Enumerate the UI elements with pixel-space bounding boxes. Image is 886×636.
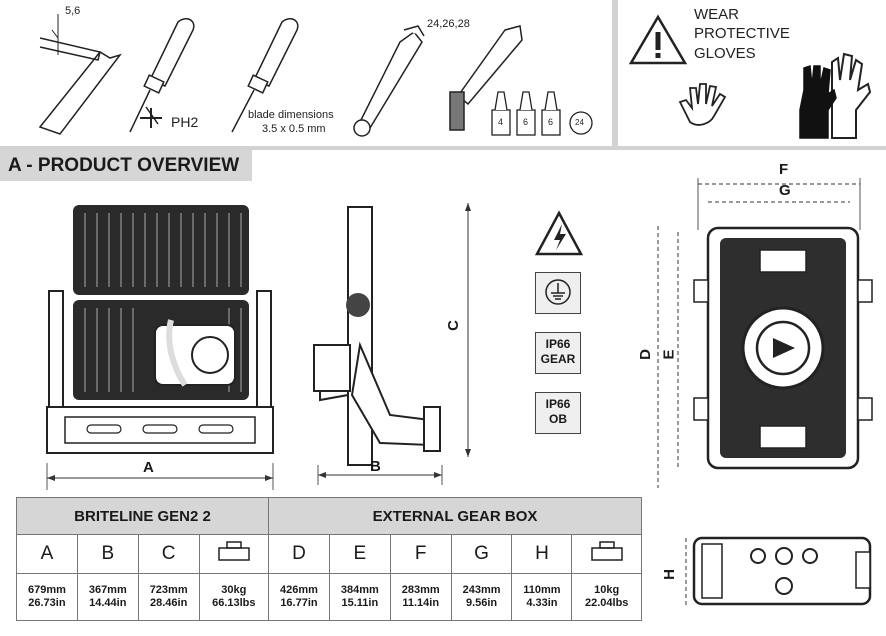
dim-label-b: B — [370, 458, 381, 475]
dim-label-h: H — [660, 569, 678, 580]
ferrule-icons — [491, 91, 593, 136]
dim-label-g: G — [779, 182, 791, 199]
hex-key-size: 5,6 — [65, 5, 81, 17]
luminaire-side-view — [313, 203, 471, 485]
column-header-weight-gear-box — [571, 534, 642, 574]
gear-box-side-view — [685, 536, 872, 606]
electrical-hazard-icon — [534, 210, 584, 256]
hex-key-icon — [38, 14, 122, 135]
group-header-luminaire: BRITELINE GEN2 2 — [15, 497, 270, 535]
specs-table: BRITELINE GEN2 2 EXTERNAL GEAR BOX A B C… — [15, 497, 642, 621]
group-header-gear-box: EXTERNAL GEAR BOX — [268, 497, 642, 535]
ferrule-size-4: 24 — [575, 118, 584, 127]
warning-line-2: PROTECTIVE — [694, 25, 790, 42]
earth-symbol-box — [535, 272, 581, 314]
gloves-icon — [799, 52, 872, 139]
warning-triangle-icon — [628, 14, 688, 65]
column-header-d: D — [268, 534, 330, 574]
dim-label-c: C — [444, 320, 462, 331]
hand-icon — [678, 83, 727, 126]
ferrule-size-1: 4 — [498, 117, 504, 127]
dim-label-f: F — [779, 161, 789, 178]
ferrule-size-2: 6 — [523, 117, 529, 127]
ip66-ob-rating: IP66 — [545, 397, 571, 411]
dim-label-e: E — [660, 349, 678, 360]
column-header-h: H — [511, 534, 573, 574]
dim-label-a: A — [143, 459, 154, 476]
column-header-e: E — [328, 534, 391, 574]
gear-box-front-view — [657, 178, 873, 488]
phillips-screwdriver-icon — [129, 18, 195, 133]
column-header-f: F — [389, 534, 452, 574]
ip66-gear-scope: GEAR — [540, 352, 576, 366]
flat-screwdriver-icon — [231, 18, 299, 133]
ground-icon — [545, 279, 571, 305]
column-header-b: B — [76, 534, 139, 574]
column-header-weight-luminaire — [198, 534, 270, 574]
phillips-label: PH2 — [171, 114, 199, 130]
column-header-c: C — [137, 534, 200, 574]
column-header-a: A — [16, 534, 78, 574]
section-title-bar — [0, 150, 252, 181]
ip66-gear-rating: IP66 — [545, 337, 571, 351]
ip66-ob-badge: IP66 OB — [535, 392, 581, 434]
ferrule-size-3: 6 — [548, 117, 554, 127]
warning-line-1: WEAR — [694, 6, 739, 23]
section-title: A - PRODUCT OVERVIEW — [8, 155, 240, 176]
ip66-gear-badge: IP66 GEAR — [535, 332, 581, 374]
ip66-ob-scope: OB — [549, 412, 567, 426]
luminaire-front-view — [46, 205, 274, 490]
blade-dimensions-value: 3.5 x 0.5 mm — [262, 123, 326, 135]
blade-dimensions-label: blade dimensions — [248, 109, 334, 121]
warning-line-3: GLOVES — [694, 45, 756, 62]
weight-icon — [590, 541, 623, 561]
wrench-sizes: 24,26,28 — [427, 18, 470, 30]
weight-icon — [218, 541, 250, 561]
tools-illustration — [38, 14, 593, 137]
column-header-g: G — [450, 534, 513, 574]
wrench-icon — [353, 25, 425, 137]
ratchet-icon — [449, 25, 523, 131]
dim-label-d: D — [636, 349, 654, 360]
